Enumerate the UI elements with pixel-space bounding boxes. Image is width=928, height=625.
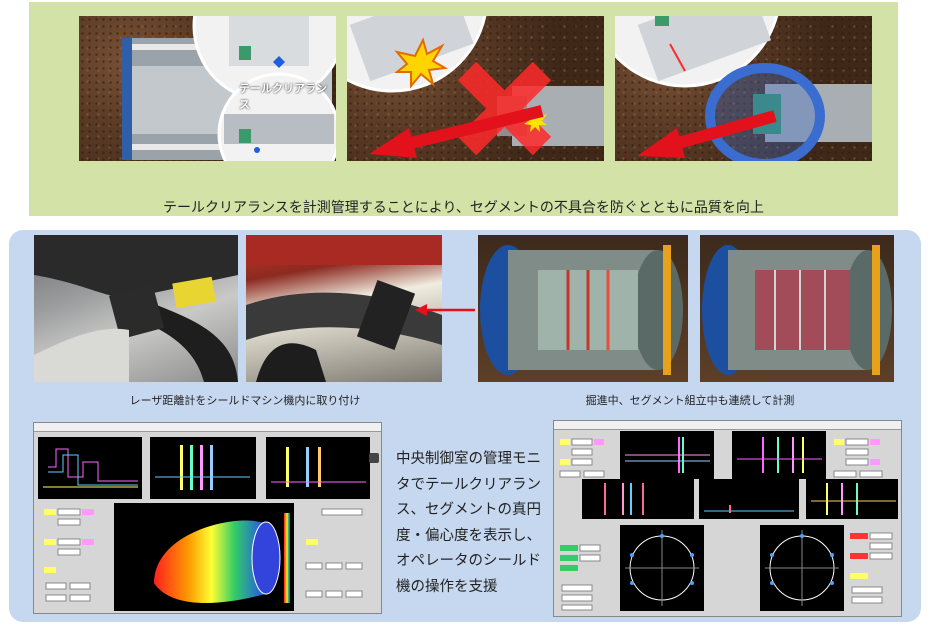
description-line: オペレータのシールド (396, 553, 541, 569)
monitor2-right-readouts (830, 431, 896, 486)
description-line: 中央制御室の管理モニ (396, 451, 541, 467)
arrow-icon (369, 105, 544, 158)
monitor2-graph-5 (806, 479, 898, 519)
cg-shield-machine-1 (478, 235, 688, 382)
description-line: 機の操作を支援 (396, 578, 498, 595)
monitor2-titlebar (554, 421, 901, 430)
scene-segment-damage (347, 16, 604, 161)
monitor1-graph-2 (150, 437, 256, 499)
monitor2-bottom-right-panel (848, 525, 898, 611)
cg1-drawing (480, 245, 683, 375)
top-caption: テールクリアランスを計測管理することにより、セグメントの不具合を防ぐとともに品質… (163, 200, 764, 216)
monitor2-graph-1 (620, 431, 714, 479)
monitor1-readouts (38, 503, 108, 608)
arrow-icon (415, 304, 475, 316)
cg-shield-machine-2 (700, 235, 894, 382)
description-line: 度・偏心度を表示し、 (396, 527, 541, 544)
description-text: 中央制御室の管理モニ タでテールクリアラン ス、セグメントの真円 度・偏心度を表… (396, 447, 554, 600)
description-line: ス、セグメントの真円 (396, 502, 541, 518)
monitor1-graph-1 (38, 437, 142, 499)
roundness-plot-left (620, 525, 704, 611)
scene-quality-improvement (615, 16, 872, 161)
clearance-label: テールクリアランス (239, 82, 327, 111)
segment-3d-view (114, 503, 294, 611)
camera-icon[interactable] (369, 453, 379, 463)
monitor-clearance-left (33, 422, 382, 614)
monitor2-graph-2 (732, 431, 826, 479)
scene3-drawing (615, 16, 872, 161)
scene-tail-clearance: テールクリアランス (79, 16, 336, 161)
cg2-drawing (702, 245, 892, 375)
monitor2-left-readouts (556, 431, 618, 486)
top-panel: テールクリアランス (29, 2, 898, 216)
scene2-drawing (347, 16, 604, 158)
monitor1-graph-3 (266, 437, 370, 499)
photo1-drawing (34, 235, 238, 382)
roundness-plot-right (760, 525, 844, 611)
left-caption: レーザ距離計をシールドマシン機内に取り付け (129, 394, 361, 407)
monitor2-graph-3 (582, 479, 694, 519)
right-caption: 掘進中、セグメント組立中も連続して計測 (585, 394, 795, 407)
photo2-drawing (246, 235, 442, 382)
monitor2-graph-4 (699, 479, 799, 519)
monitor1-right-panel (302, 503, 377, 608)
arrow-icon (637, 110, 777, 158)
scene1-drawing (122, 16, 336, 161)
description-line: タでテールクリアラン (396, 476, 541, 493)
monitor1-titlebar (34, 423, 381, 432)
photo-laser-mount-2 (246, 235, 442, 382)
monitor2-bottom-left-panel (558, 525, 618, 611)
cross-mark-icon (457, 61, 552, 156)
monitor-clearance-right (553, 420, 902, 617)
photo-laser-mount-1 (34, 235, 238, 382)
